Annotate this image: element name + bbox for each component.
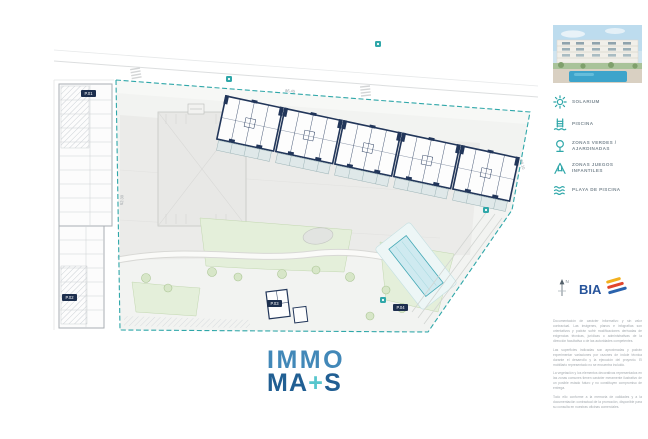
amenity-marker (483, 207, 489, 213)
legend-label: PISCINA (572, 120, 594, 126)
block-label: P.03 (267, 300, 282, 307)
legend-item-zonas-verdes: ZONAS VERDES / AJARDINADAS (553, 139, 642, 153)
legal-paragraph: Documentación de carácter informativo y … (553, 319, 642, 343)
legal-paragraph: Todo ello conforme a la memoria de calid… (553, 395, 642, 410)
logo-word-mas: MA+S (267, 369, 345, 397)
pond (302, 227, 334, 245)
legend-label: ZONAS JUEGOS INFANTILES (572, 161, 614, 173)
amenity-marker (375, 41, 381, 47)
legend-label: ZONAS VERDES / AJARDINADAS (572, 139, 617, 151)
legend: SOLARIUM PISCINA ZONAS V (553, 95, 642, 205)
dimension-label: 86.45 (285, 88, 296, 94)
legal-paragraph: Las superficies indicadas son aproximada… (553, 347, 642, 367)
legend-label: SOLARIUM (572, 98, 600, 104)
amenity-markers (226, 41, 489, 303)
pool-area (375, 222, 457, 310)
legend-item-juegos-infantiles: ZONAS JUEGOS INFANTILES (553, 161, 642, 175)
legal-paragraph: La vegetación y los elementos decorativo… (553, 371, 642, 391)
legal-disclaimer: Documentación de carácter informativo y … (553, 319, 642, 414)
legend-label: PLAYA DE PISCINA (572, 186, 621, 192)
sun-icon (553, 95, 567, 109)
street-lines (53, 49, 539, 330)
crosswalk (359, 85, 372, 97)
svg-text:P.04: P.04 (396, 305, 405, 310)
service-building (292, 305, 309, 324)
legend-item-playa-piscina: PLAYA DE PISCINA (553, 183, 642, 197)
svg-text:P.03: P.03 (270, 301, 279, 306)
logo-plus: + (308, 369, 325, 397)
svg-text:N: N (566, 279, 569, 284)
north-compass-icon: N (553, 277, 571, 304)
project-render-photo (553, 25, 642, 83)
legend-item-piscina: PISCINA (553, 117, 642, 131)
tree-icon (553, 139, 567, 153)
dimension-label: 52.30 (119, 194, 124, 205)
site-plan-area: P.01 P.02 P.03 P.04 86.45 52.30 24.10 (50, 20, 542, 355)
compass-and-partner: N BIA (553, 277, 642, 304)
legend-item-solarium: SOLARIUM (553, 95, 642, 109)
bottom-hatch (124, 316, 250, 328)
svg-text:BIA: BIA (579, 282, 602, 297)
pool-ladder-icon (553, 117, 567, 131)
waves-icon (553, 183, 567, 197)
crosswalk (130, 67, 142, 80)
svg-text:P.01: P.01 (84, 91, 93, 96)
logo-ma: MA (267, 369, 309, 397)
logo-word-immo: IMMO (267, 346, 346, 374)
sidewalk-strip (116, 80, 530, 124)
logo-s: S (324, 369, 342, 397)
block-label: P.02 (62, 294, 77, 301)
dimension-label: 24.10 (519, 159, 526, 171)
svg-text:P.02: P.02 (65, 295, 74, 300)
immomas-logo: IMMO MA+S (267, 346, 346, 397)
site-plan: P.01 P.02 P.03 P.04 86.45 52.30 24.10 (53, 41, 539, 333)
sidebar: SOLARIUM PISCINA ZONAS V (553, 25, 642, 435)
swimming-pool (388, 235, 444, 297)
amenity-marker (380, 297, 386, 303)
property-boundary (115, 79, 531, 333)
block-label: P.04 (393, 304, 408, 311)
amenity-marker (226, 76, 232, 82)
terrace-steps (411, 209, 503, 325)
bia-partner-logo: BIA (578, 277, 630, 304)
block-label: P.01 (81, 90, 96, 97)
neighbor-building (58, 83, 113, 329)
swing-icon (553, 161, 567, 175)
